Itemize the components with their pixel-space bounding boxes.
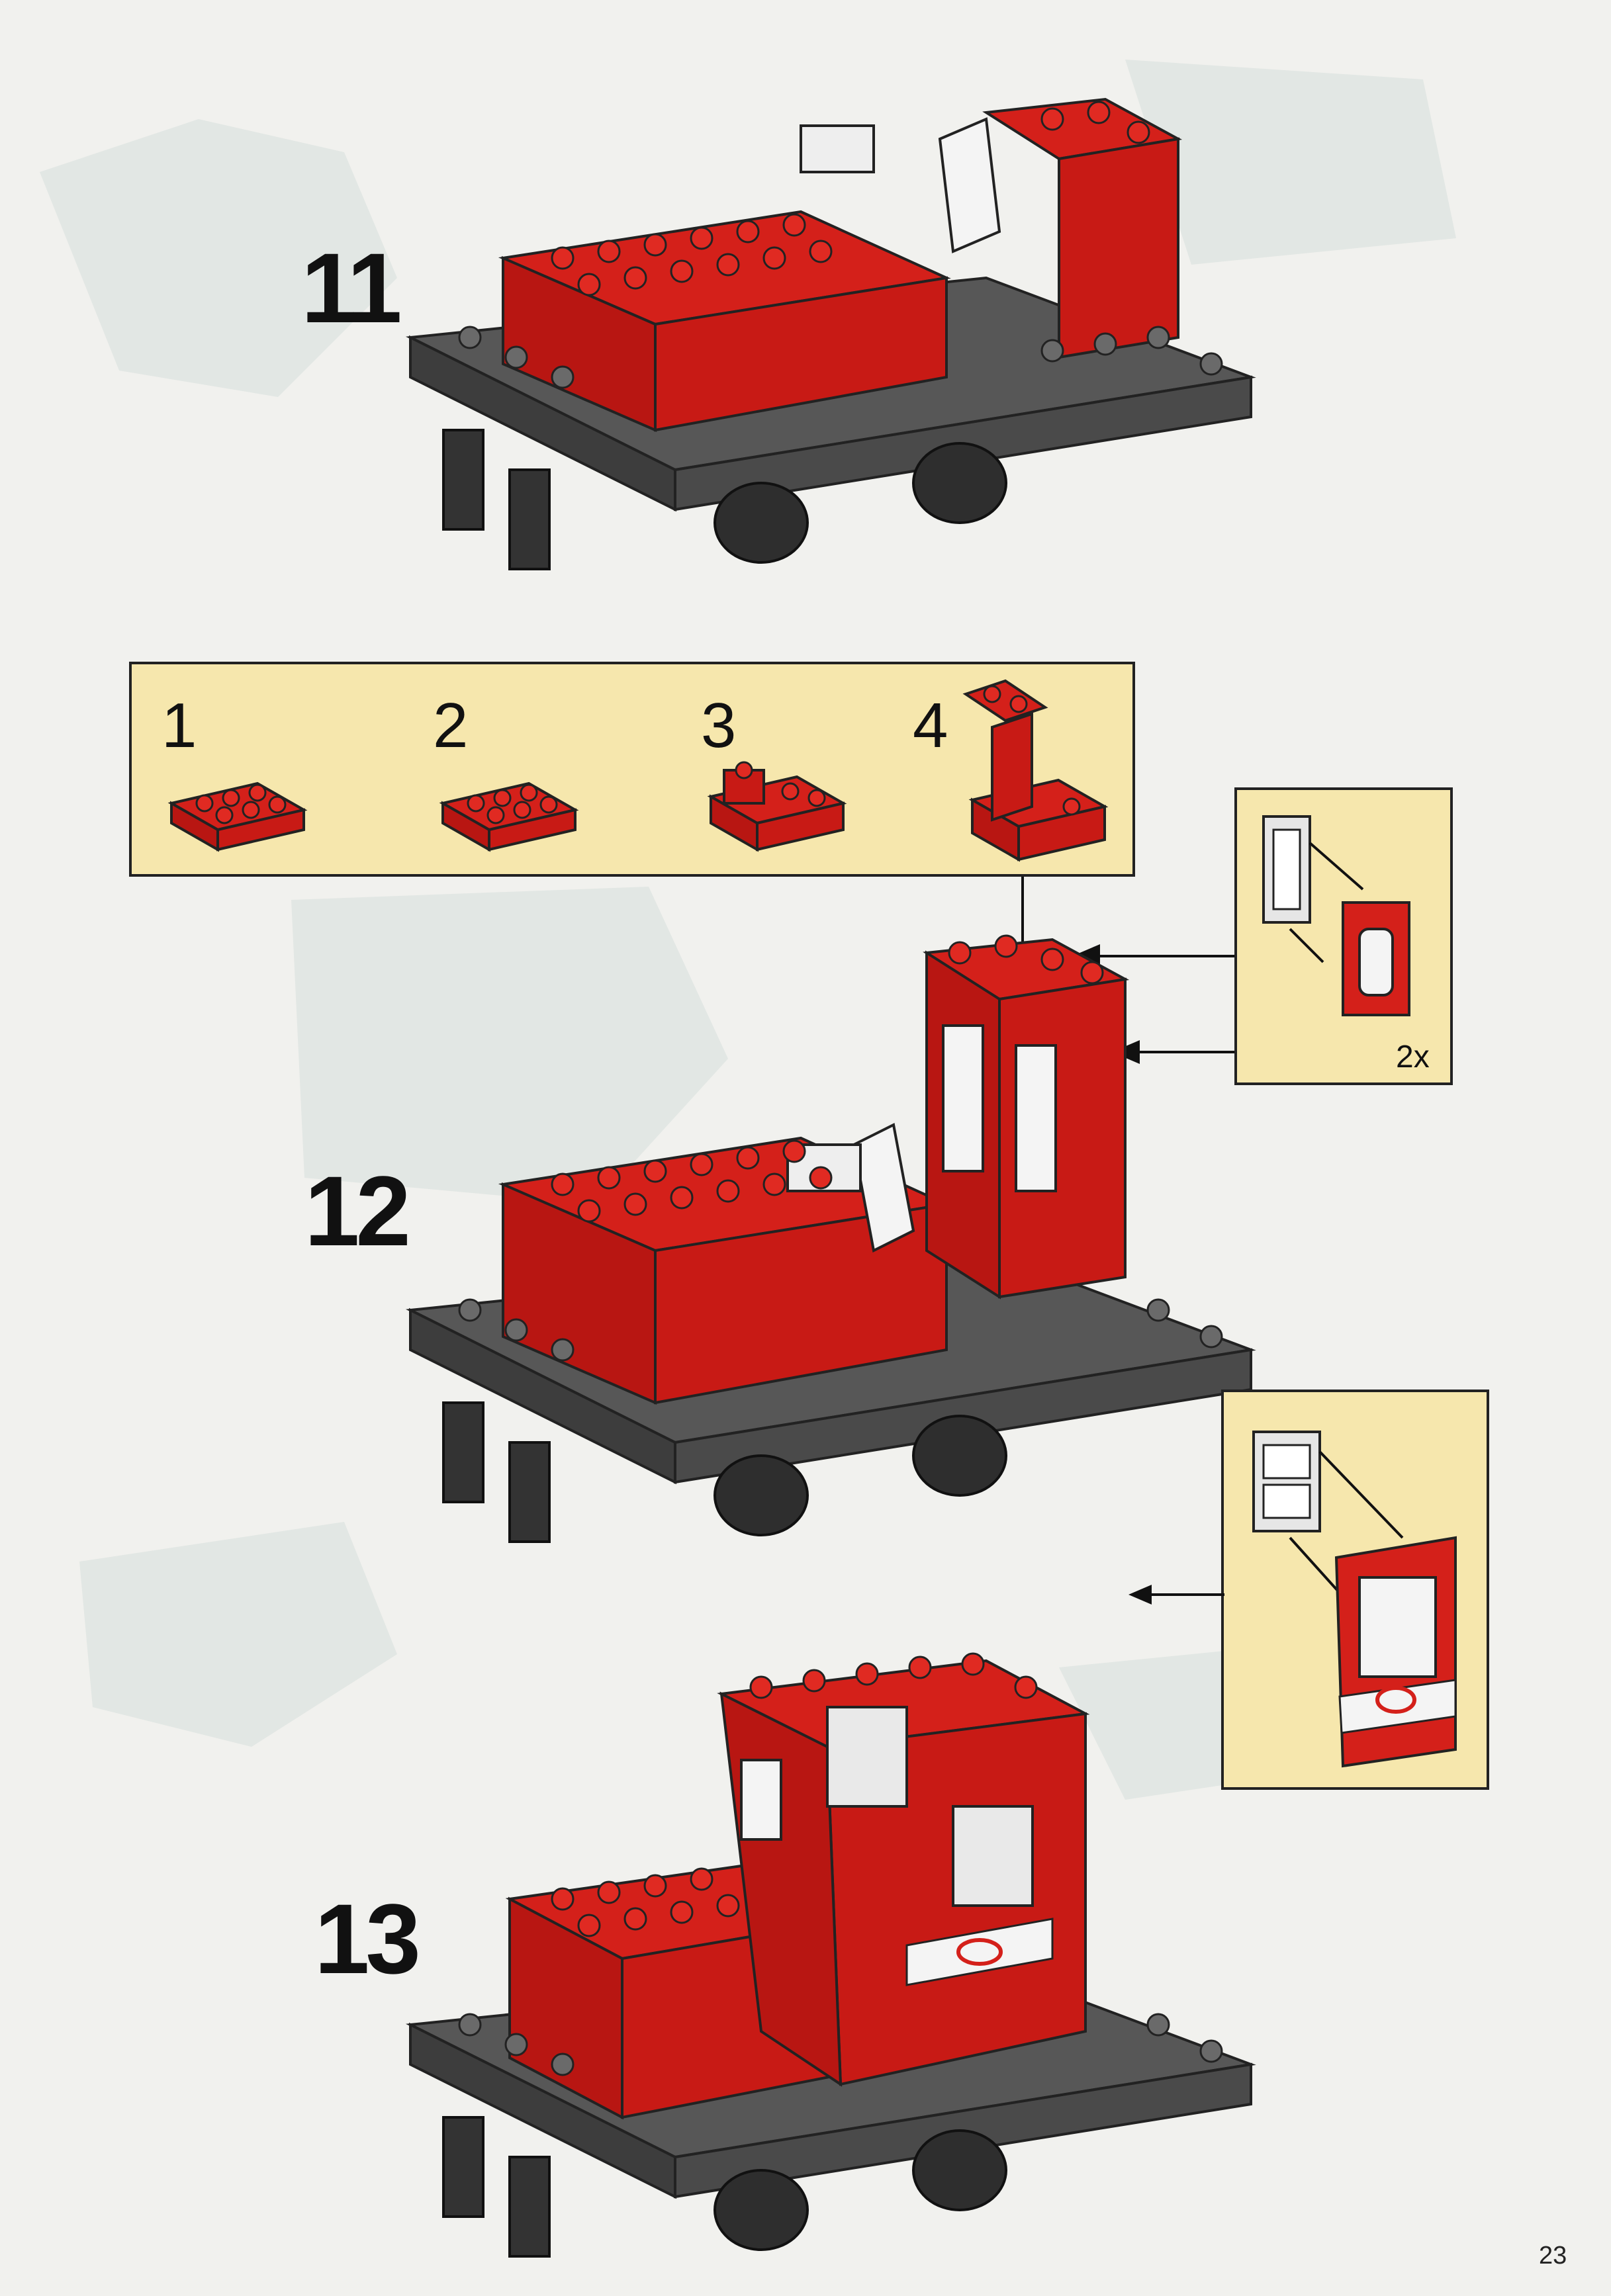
window-callout: 2x	[1234, 787, 1453, 1085]
substep-4-brick	[962, 679, 1109, 862]
substep-3-brick	[707, 761, 847, 852]
substep-number-3: 3	[701, 690, 737, 761]
page-number: 23	[1539, 2242, 1567, 2270]
substep-2-brick	[439, 781, 579, 852]
step-11-illustration	[405, 97, 1256, 570]
door-pieces	[1252, 1431, 1457, 1768]
step-number-11: 11	[301, 232, 402, 343]
step-number-13: 13	[314, 1883, 421, 1994]
sub-assembly-callout: 1 2 3 4	[129, 662, 1135, 877]
step-13-illustration	[405, 1652, 1256, 2258]
step-12-illustration	[405, 934, 1256, 1543]
substep-1-brick	[167, 781, 308, 852]
door-callout	[1221, 1390, 1489, 1790]
substep-number-4: 4	[913, 690, 948, 761]
step-number-12: 12	[304, 1155, 411, 1266]
window-multiplier: 2x	[1396, 1039, 1430, 1075]
substep-number-2: 2	[433, 690, 469, 761]
door-callout-arrow	[1128, 1585, 1224, 1605]
window-pieces	[1262, 815, 1410, 1016]
substep-number-1: 1	[161, 690, 197, 761]
